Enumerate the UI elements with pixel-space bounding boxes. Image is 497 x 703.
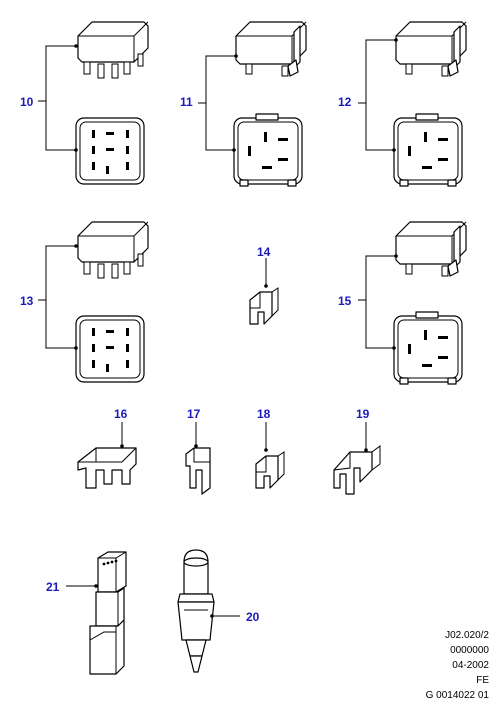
reference-block: J02.020/2 0000000 04-2002 FE G 0014022 0… [426,628,489,703]
part-12-relay [358,21,467,187]
reference-code: FE [476,675,489,686]
reference-date: 04-2002 [452,660,489,671]
callout-20: 20 [246,610,260,624]
part-19-clip [333,422,381,495]
reference-drawing-number: J02.020/2 [445,630,489,641]
callout-13: 13 [20,294,34,308]
callout-14: 14 [257,245,271,259]
part-11-relay [198,21,307,187]
callout-11: 11 [180,95,193,109]
part-15-relay [358,221,467,385]
reference-number: 0000000 [450,645,489,656]
part-14-clip [249,258,279,325]
part-10-relay [38,21,149,185]
callout-18: 18 [257,407,271,421]
callout-15: 15 [338,294,352,308]
part-20-tool [177,549,240,673]
callout-10: 10 [20,95,34,109]
part-16-bracket [77,422,137,489]
callout-19: 19 [356,407,370,421]
part-13-relay [38,221,149,383]
part-21-tool [66,551,127,675]
callout-17: 17 [187,407,201,421]
part-18-clip [255,422,285,489]
part-17-clip [185,422,211,495]
callout-12: 12 [338,95,352,109]
reference-graphic-id: G 0014022 01 [425,690,489,701]
callout-21: 21 [46,580,60,594]
callout-16: 16 [114,407,128,421]
